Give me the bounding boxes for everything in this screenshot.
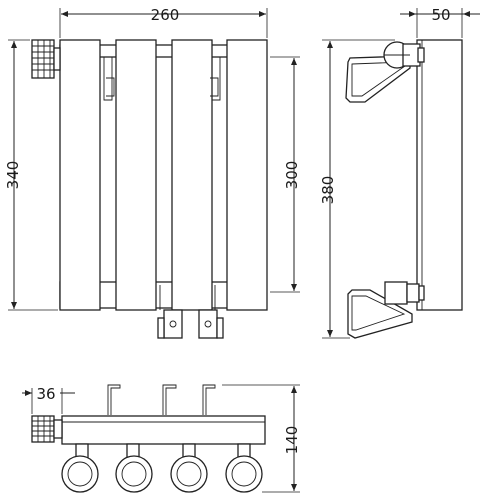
dim-side-depth: 50 <box>431 6 450 24</box>
upper-bracket-left <box>103 57 115 101</box>
dim-side-height: 380 <box>319 176 337 205</box>
dim-top-offset: 36 <box>36 385 55 403</box>
dim-front-width: 260 <box>151 6 180 24</box>
radiator-panel-2 <box>115 39 157 311</box>
upper-bracket-right <box>210 57 221 101</box>
top-valve-head <box>31 415 63 443</box>
valve-head <box>31 39 61 79</box>
top-view: 36 140 <box>22 384 301 493</box>
lower-bracket-left <box>157 285 183 339</box>
front-view: 260 340 300 <box>4 6 301 339</box>
side-view: 50 380 <box>319 6 480 339</box>
radiator-panel-1 <box>59 39 101 311</box>
tube-ring-4 <box>225 455 263 493</box>
lower-bracket-right <box>198 285 224 339</box>
dim-front-height-left: 340 <box>4 161 22 190</box>
side-lower-bracket <box>347 289 413 339</box>
dim-front-height-inner: 300 <box>283 161 301 190</box>
tube-ring-3 <box>170 455 208 493</box>
tube-ring-2 <box>115 455 153 493</box>
radiator-panel-4 <box>226 39 268 311</box>
tube-ring-1 <box>61 455 99 493</box>
side-panel <box>416 39 463 311</box>
radiator-panel-3 <box>171 39 213 311</box>
top-body <box>61 415 266 445</box>
side-lower-valve <box>384 281 408 305</box>
dim-top-depth: 140 <box>283 426 301 455</box>
